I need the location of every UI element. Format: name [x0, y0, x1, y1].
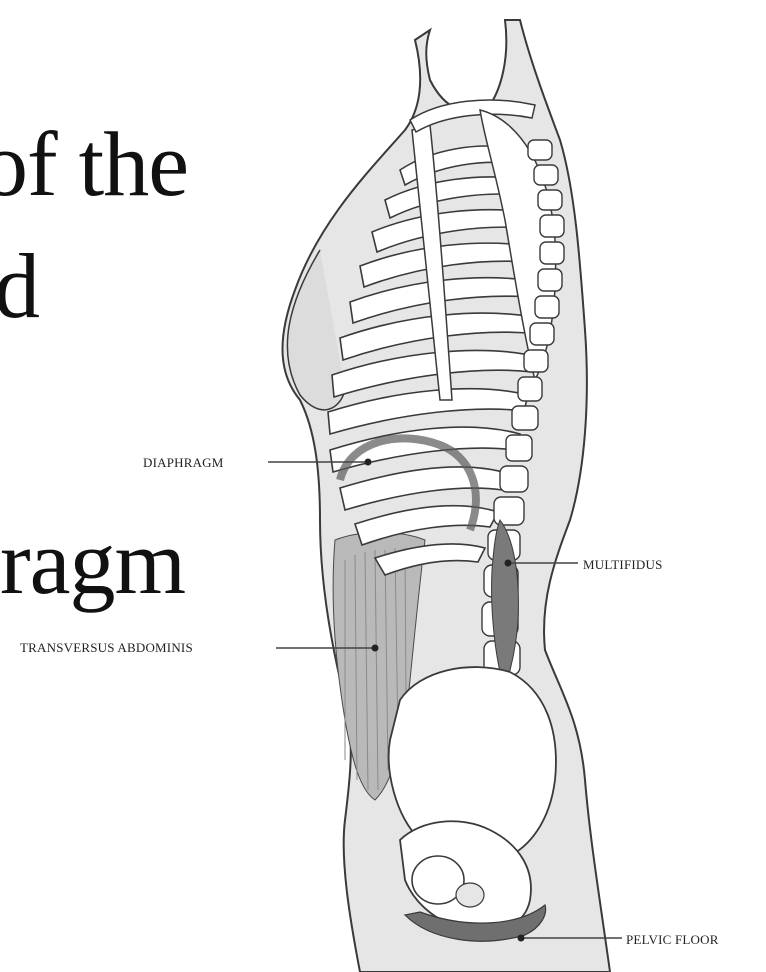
obturator-foramen — [456, 883, 484, 907]
diaphragm-label: DIAPHRAGM — [143, 455, 224, 471]
transversus-abdominis-label: TRANSVERSUS ABDOMINIS — [20, 640, 193, 656]
pelvic-floor-label: PELVIC FLOOR — [626, 932, 719, 948]
multifidus-label: MULTIFIDUS — [583, 557, 663, 573]
